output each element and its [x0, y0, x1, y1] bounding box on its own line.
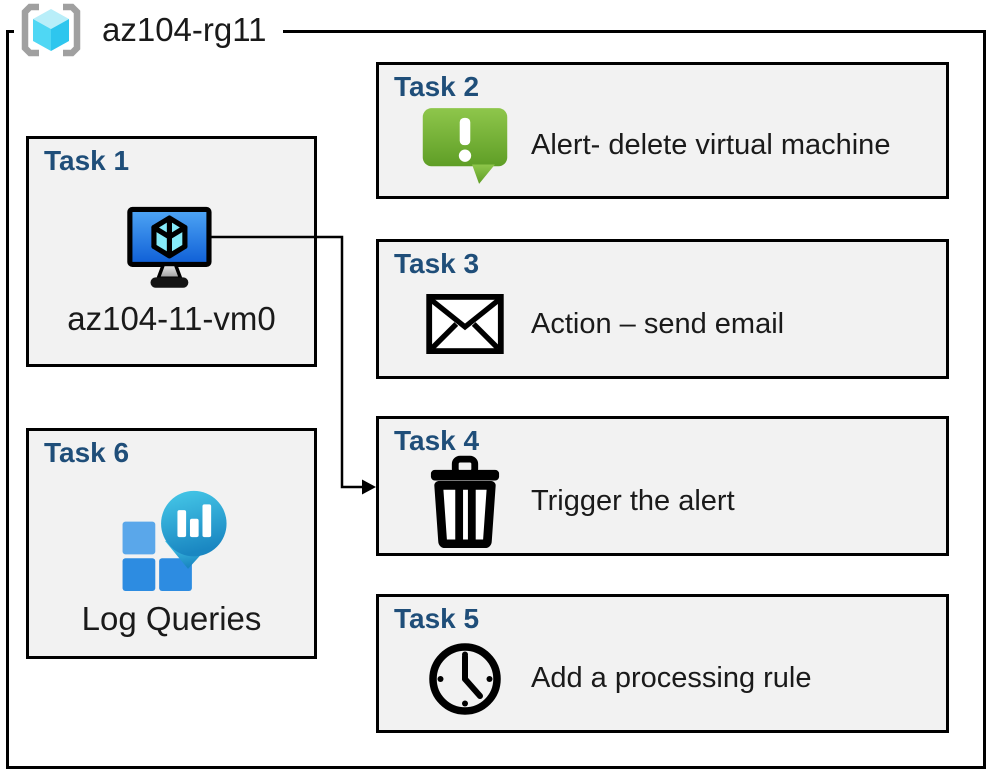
task6-caption: Log Queries [81, 600, 262, 637]
alert-message-icon [413, 106, 517, 186]
task1-caption: az104-11-vm0 [67, 300, 276, 337]
task1-title: Task 1 [44, 145, 130, 176]
clock-icon [413, 639, 517, 719]
task-box-task2: Task 2 Alert- delete virtual machin [376, 62, 949, 199]
email-envelope-icon [413, 294, 517, 354]
virtual-machine-icon [126, 205, 212, 293]
task2-caption: Alert- delete virtual machine [531, 129, 891, 161]
task3-caption: Action – send email [531, 307, 785, 340]
task2-title: Task 2 [394, 71, 480, 102]
task-box-task6: Task 6 Log Queries [26, 428, 317, 659]
task4-title: Task 4 [394, 425, 480, 456]
resource-group-icon [21, 3, 81, 57]
task-box-task1: Task 1 [26, 136, 317, 367]
resource-group-title: az104-rg11 [102, 11, 267, 48]
task-box-task4: Trigger the alert Task 4 [376, 416, 949, 556]
task4-caption: Trigger the alert [531, 484, 735, 517]
resource-group-header: az104-rg11 [14, 2, 283, 58]
trash-can-icon [413, 454, 517, 548]
task6-title: Task 6 [44, 437, 130, 468]
log-analytics-icon [120, 487, 232, 591]
task5-title: Task 5 [394, 603, 480, 634]
task3-title: Task 3 [394, 248, 480, 279]
task5-caption: Add a processing rule [531, 662, 812, 694]
task-box-task5: Task 5 Add a processing rule [376, 594, 949, 733]
task-box-task3: Task 3 Action – send email [376, 239, 949, 379]
